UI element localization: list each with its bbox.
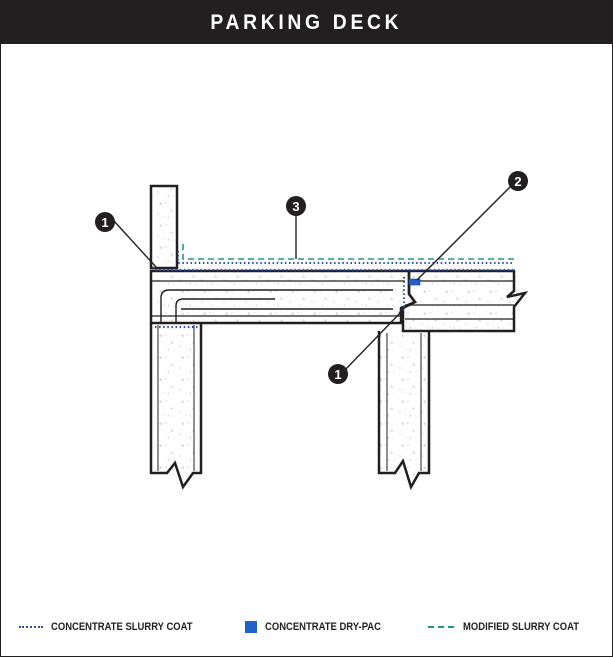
svg-text:1: 1 (101, 215, 108, 230)
callout-2: 2 (508, 171, 528, 191)
callout-1-top: 1 (95, 212, 115, 232)
left-deck-slab (149, 269, 417, 325)
concentrate-dry-pac (408, 278, 421, 286)
left-column (149, 323, 203, 490)
legend-dry-pac: CONCENTRATE DRY-PAC (245, 621, 400, 633)
parapet-wall (149, 184, 179, 270)
modified-slurry-coat-line (182, 244, 514, 260)
callout-1-bottom: 1 (328, 364, 348, 384)
legend-modified-slurry: MODIFIED SLURRY COAT (428, 621, 598, 633)
right-deck-slab (401, 269, 529, 333)
parking-deck-section-diagram: 1 2 3 1 (95, 171, 529, 491)
page-title: PARKING DECK (210, 10, 403, 34)
concentrate-slurry-coat-lines (152, 267, 514, 329)
rebar-hook-outer (160, 289, 393, 323)
dashed-line-swatch (428, 626, 454, 628)
legend-slurry-coat: CONCENTRATE SLURRY COAT (19, 621, 216, 633)
right-column (377, 331, 431, 491)
rebar-hook-inner (175, 298, 275, 323)
callout-3: 3 (286, 196, 306, 216)
svg-text:2: 2 (514, 174, 521, 189)
svg-text:3: 3 (292, 199, 299, 214)
square-swatch (245, 621, 257, 633)
dotted-line-swatch (19, 626, 43, 628)
svg-text:1: 1 (334, 367, 341, 382)
legend: CONCENTRATE SLURRY COAT CONCENTRATE DRY-… (1, 618, 612, 640)
title-bar: PARKING DECK (1, 1, 612, 44)
